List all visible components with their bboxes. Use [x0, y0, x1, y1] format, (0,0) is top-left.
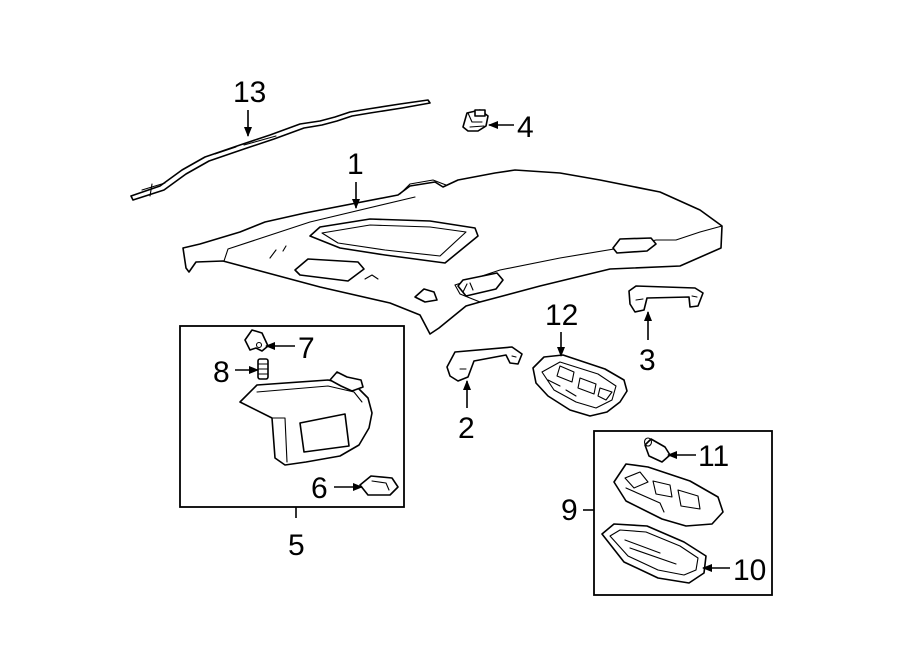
part-1-headliner — [182, 169, 723, 335]
part-11-bulb — [643, 437, 671, 463]
part-13-roof-rail — [130, 99, 431, 201]
callout-1: 1 — [347, 148, 364, 181]
part-9-lamp-group — [593, 430, 773, 596]
callout-4: 4 — [517, 111, 534, 144]
part-10-lens — [601, 523, 707, 584]
part-7-visor-clip — [244, 329, 269, 352]
part-4-clip — [462, 109, 489, 132]
visor-body — [239, 371, 373, 466]
part-12-console — [532, 354, 628, 417]
part-8-pivot — [257, 358, 269, 380]
callout-13: 13 — [233, 76, 266, 109]
part-6-visor-cap — [359, 475, 399, 496]
part-5-visor-group — [179, 325, 405, 508]
lamp-housing — [613, 463, 724, 527]
callout-9: 9 — [561, 494, 578, 527]
leader-lines — [235, 110, 730, 572]
part-2-grab-handle — [446, 346, 523, 382]
callout-7: 7 — [298, 332, 315, 365]
callout-6: 6 — [311, 472, 328, 505]
callouts: 13 4 1 12 3 2 7 8 6 5 9 11 10 — [213, 76, 766, 587]
callout-8: 8 — [213, 356, 230, 389]
callout-11: 11 — [698, 440, 729, 473]
callout-10: 10 — [733, 554, 766, 587]
callout-3: 3 — [639, 344, 656, 377]
part-3-grab-handle — [628, 285, 704, 313]
callout-12: 12 — [545, 299, 578, 332]
callout-5: 5 — [288, 529, 305, 562]
callout-2: 2 — [458, 412, 475, 445]
